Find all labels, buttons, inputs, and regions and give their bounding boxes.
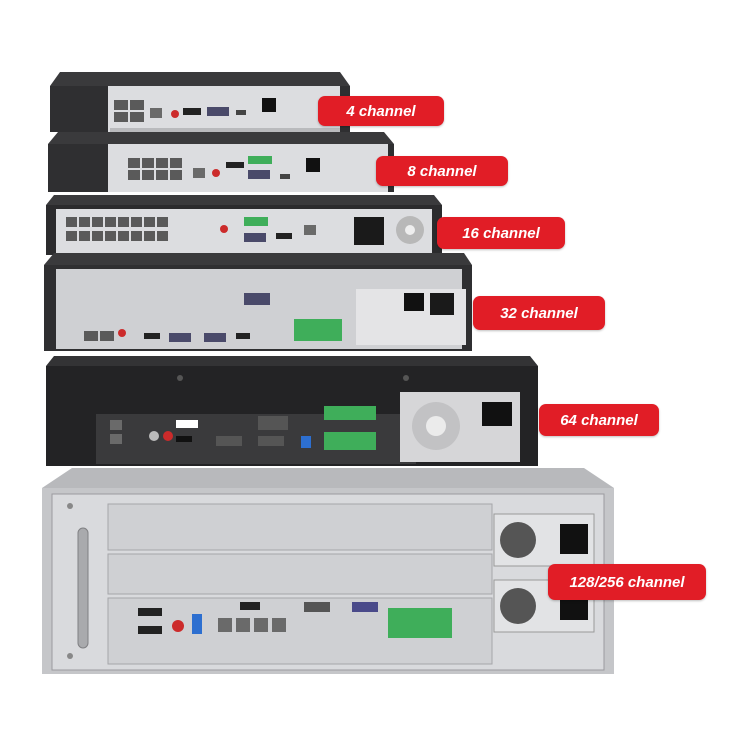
- label-32-channel: 32 channel: [473, 296, 605, 330]
- nvr-128-256-channel: [42, 468, 614, 674]
- nvr-16-channel: [46, 195, 442, 255]
- nvr-4-channel: [50, 72, 350, 132]
- label-64-channel: 64 channel: [539, 404, 659, 436]
- nvr-64-channel: [46, 356, 538, 466]
- nvr-32-channel: [44, 253, 472, 351]
- label-8-channel: 8 channel: [376, 156, 508, 186]
- nvr-8-channel: [48, 132, 394, 192]
- label-128-256-channel: 128/256 channel: [548, 564, 706, 600]
- label-4-channel: 4 channel: [318, 96, 444, 126]
- label-16-channel: 16 channel: [437, 217, 565, 249]
